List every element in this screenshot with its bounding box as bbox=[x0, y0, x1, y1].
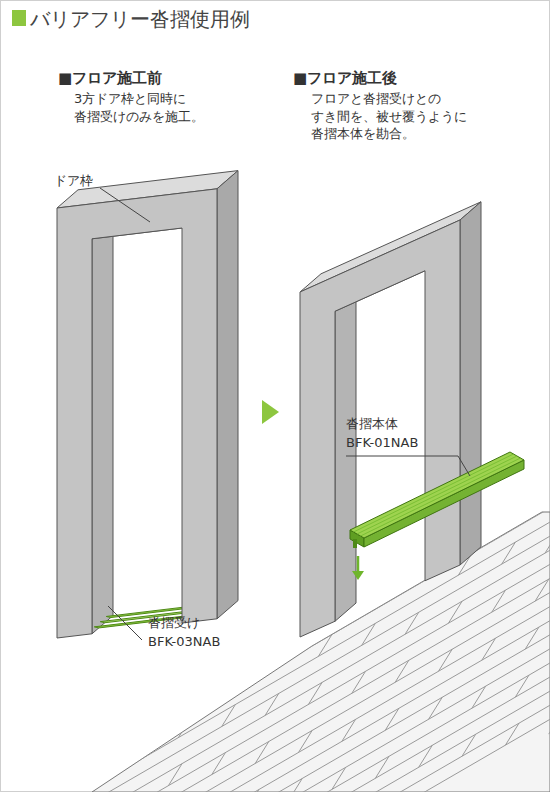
part-code: BFK-01NAB bbox=[346, 434, 466, 452]
plank-joint bbox=[429, 697, 443, 719]
plank-joint bbox=[352, 671, 366, 693]
part-name: ドア枠 bbox=[54, 172, 134, 190]
plank-top bbox=[350, 452, 524, 538]
leader-line bbox=[346, 456, 470, 476]
plank-joint bbox=[375, 756, 389, 778]
section-heading: ■フロア施工後 bbox=[293, 68, 513, 88]
section-heading: ■フロア施工前 bbox=[58, 68, 258, 88]
plank-leg bbox=[353, 539, 357, 548]
plank-groove bbox=[357, 456, 517, 534]
plank-joint bbox=[318, 634, 332, 656]
plank-joint bbox=[395, 660, 409, 682]
plank-joint bbox=[212, 753, 226, 775]
plank-joint bbox=[245, 790, 259, 792]
plank-front bbox=[364, 460, 524, 547]
plank-joint bbox=[472, 686, 486, 708]
plank-joint bbox=[308, 682, 322, 704]
leader-lines bbox=[100, 188, 470, 640]
down-arrow-head bbox=[352, 571, 364, 580]
plank-joint bbox=[168, 764, 182, 786]
plank-joint bbox=[405, 612, 419, 634]
frame-front bbox=[57, 189, 217, 638]
part-code: BFK-03NAB bbox=[148, 633, 268, 651]
frame-inner-side bbox=[92, 221, 113, 634]
plank-joint bbox=[362, 623, 376, 645]
plank-joint bbox=[385, 708, 399, 730]
plank-joint bbox=[505, 723, 519, 745]
plank-joint bbox=[178, 716, 192, 738]
plank-joint bbox=[222, 705, 236, 727]
door-frame bbox=[300, 202, 481, 637]
plank-joint bbox=[535, 579, 549, 601]
leader-line bbox=[100, 188, 150, 222]
plank-joint bbox=[255, 742, 269, 764]
frame-side bbox=[460, 202, 481, 565]
plank-line bbox=[0, 628, 550, 792]
plank-joint bbox=[289, 778, 303, 792]
part-name: 沓摺受け bbox=[148, 614, 268, 632]
plank-joint bbox=[492, 590, 506, 612]
door-frame bbox=[57, 171, 238, 638]
plank-joint bbox=[549, 712, 550, 734]
note: 3方ドア枠と同時に 沓摺受けのみを施工。 bbox=[74, 90, 224, 125]
plank-joint bbox=[342, 719, 356, 741]
plank-joint bbox=[439, 649, 453, 671]
plank-joint bbox=[265, 693, 279, 715]
leader-line bbox=[108, 606, 142, 640]
plank-groove bbox=[354, 454, 514, 532]
plank-joint bbox=[448, 601, 462, 623]
title-marker bbox=[12, 10, 26, 26]
plank-groove bbox=[361, 458, 521, 536]
part-name: 沓摺本体 bbox=[346, 415, 466, 433]
threshold-body bbox=[350, 452, 524, 580]
plank-joint bbox=[419, 745, 433, 767]
step-arrow bbox=[262, 400, 279, 424]
plank-joint bbox=[332, 767, 346, 789]
plank-joint bbox=[502, 542, 516, 564]
plank-joint bbox=[525, 627, 539, 649]
plank-joint bbox=[299, 730, 313, 752]
plank-joint bbox=[482, 638, 496, 660]
plank-joint bbox=[515, 675, 529, 697]
plank-joint bbox=[545, 531, 550, 553]
title: バリアフリー沓摺使用例 bbox=[30, 6, 250, 33]
plank-joint bbox=[462, 734, 476, 756]
frame-side bbox=[217, 171, 238, 619]
note: フロアと沓摺受けとの すき間を、被せ覆うように 沓摺本体を勘合。 bbox=[311, 90, 489, 143]
